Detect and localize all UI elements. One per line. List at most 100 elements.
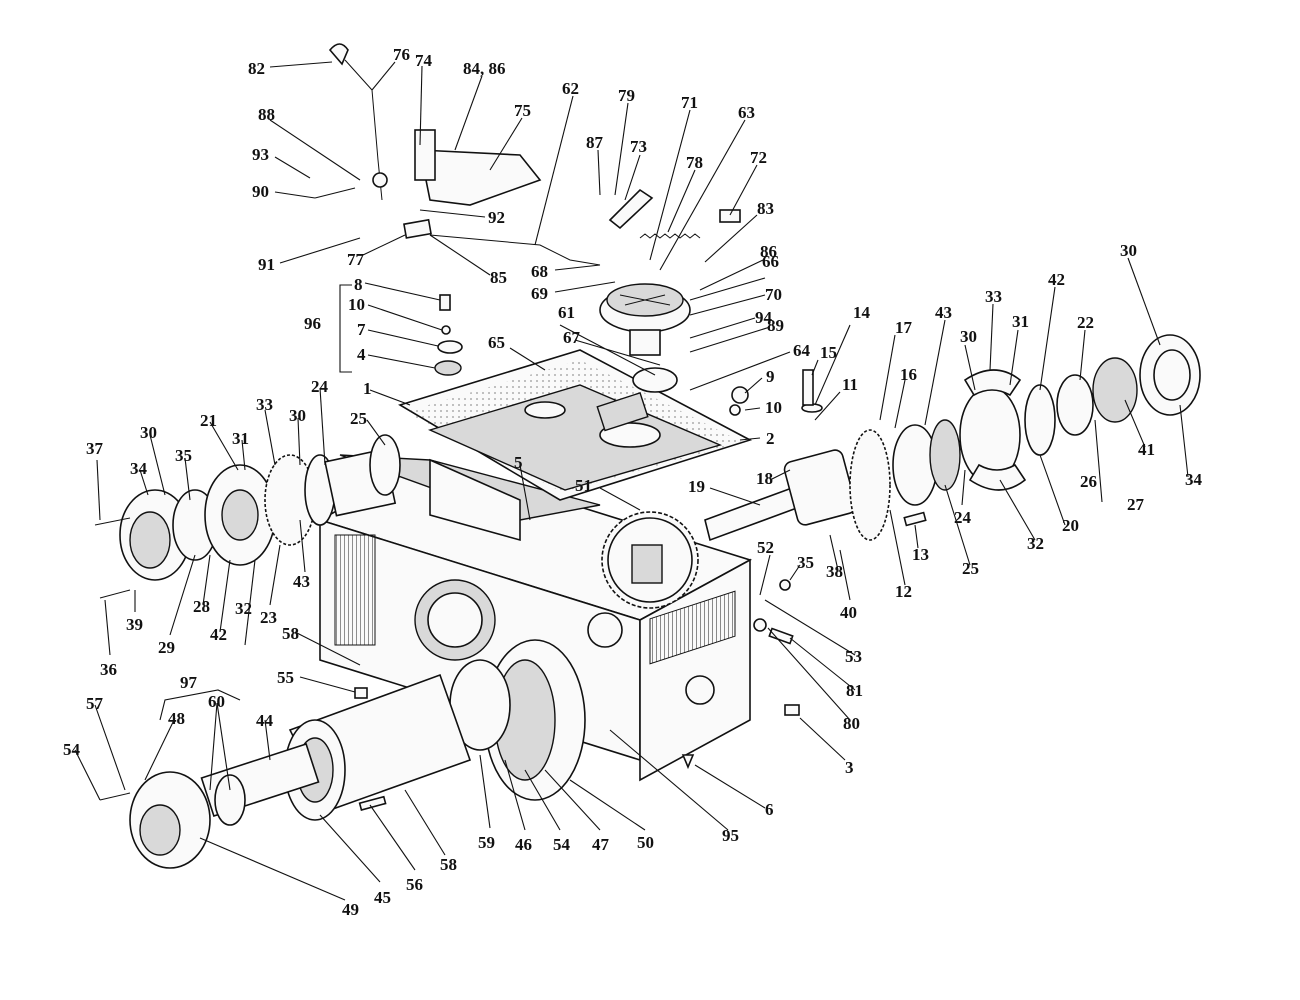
callout-12: 12 [895, 582, 912, 601]
callout-3: 3 [845, 758, 854, 777]
callout-42b: 42 [210, 625, 227, 644]
callout-72: 72 [750, 148, 767, 167]
callout-20: 20 [1062, 516, 1079, 535]
callout-43b: 43 [293, 572, 310, 591]
callout-92: 92 [488, 208, 505, 227]
callout-35a: 35 [175, 446, 192, 465]
callout-63: 63 [738, 103, 755, 122]
top-cover-plate [398, 349, 753, 501]
callout-35b: 35 [797, 553, 814, 572]
callout-30c: 30 [289, 406, 306, 425]
callout-33b: 33 [256, 395, 273, 414]
callout-44: 44 [256, 711, 274, 730]
callout-46: 46 [515, 835, 532, 854]
callout-97: 97 [180, 673, 198, 692]
callout-36: 36 [100, 660, 117, 679]
callout-48: 48 [168, 709, 185, 728]
callout-68: 68 [531, 262, 548, 281]
callout-4: 4 [357, 345, 366, 364]
callout-79: 79 [618, 86, 635, 105]
callout-83: 83 [757, 199, 774, 218]
callout-30a: 30 [960, 327, 977, 346]
callout-2: 2 [766, 429, 775, 448]
callout-30d: 30 [140, 423, 157, 442]
callout-24a: 24 [311, 377, 329, 396]
callout-41: 41 [1138, 440, 1155, 459]
final-drive-assembly [99, 639, 586, 869]
callout-25a: 25 [350, 409, 367, 428]
callout-61: 61 [558, 303, 575, 322]
callout-66: 66 [762, 252, 779, 271]
callout-39: 39 [126, 615, 143, 634]
callout-86: 86 [760, 242, 777, 261]
right-axle-assembly [704, 334, 1201, 542]
callout-82: 82 [248, 59, 265, 78]
callout-31b: 31 [232, 429, 249, 448]
callout-64: 64 [793, 341, 811, 360]
callout-43a: 43 [935, 303, 952, 322]
callout-59: 59 [478, 833, 495, 852]
shift-lever [314, 43, 542, 239]
callout-91: 91 [258, 255, 275, 274]
callout-24b: 24 [954, 508, 972, 527]
callout-87: 87 [586, 133, 604, 152]
callout-1: 1 [363, 379, 372, 398]
callout-77: 77 [347, 250, 365, 269]
callout-7: 7 [357, 320, 366, 339]
callout-9: 9 [766, 367, 775, 386]
callout-14: 14 [853, 303, 871, 322]
callout-5: 5 [514, 453, 523, 472]
callout-58b: 58 [440, 855, 457, 874]
callout-10b: 10 [765, 398, 782, 417]
callout-50: 50 [637, 833, 654, 852]
callout-47: 47 [592, 835, 610, 854]
callout-40: 40 [840, 603, 857, 622]
callout-6: 6 [765, 800, 774, 819]
callout-49: 49 [342, 900, 359, 919]
callout-56: 56 [406, 875, 423, 894]
callout-23: 23 [260, 608, 277, 627]
callout-71: 71 [681, 93, 698, 112]
callout-51: 51 [575, 476, 592, 495]
callout-29: 29 [158, 638, 175, 657]
callout-26: 26 [1080, 472, 1097, 491]
callout-8: 8 [354, 275, 363, 294]
callout-18: 18 [756, 469, 773, 488]
callout-89: 89 [767, 316, 784, 335]
callout-25b: 25 [962, 559, 979, 578]
callout-16: 16 [900, 365, 917, 384]
callout-42a: 42 [1048, 270, 1065, 289]
callout-31a: 31 [1012, 312, 1029, 331]
callout-53: 53 [845, 647, 862, 666]
callout-19: 19 [688, 477, 705, 496]
callout-58a: 58 [282, 624, 299, 643]
callout-33a: 33 [985, 287, 1002, 306]
callout-84-86: 84, 86 [463, 59, 506, 78]
callout-32a: 32 [1027, 534, 1044, 553]
callout-45: 45 [374, 888, 391, 907]
callout-55: 55 [277, 668, 294, 687]
gearbox-housing [317, 454, 753, 782]
left-axle-assembly [94, 434, 401, 599]
callout-93: 93 [252, 145, 269, 164]
callout-54a: 54 [63, 740, 81, 759]
callout-labels: 82 76 74 84, 86 62 79 71 63 75 88 93 90 … [63, 45, 1203, 919]
parts-drawing [94, 43, 1201, 869]
callout-28: 28 [193, 597, 210, 616]
callout-13: 13 [912, 545, 929, 564]
callout-38: 38 [826, 562, 843, 581]
callout-37: 37 [86, 439, 104, 458]
callout-62: 62 [562, 79, 579, 98]
callout-94: 94 [755, 308, 773, 327]
callout-32b: 32 [235, 599, 252, 618]
callout-17: 17 [895, 318, 913, 337]
fasteners [354, 294, 927, 811]
callout-88: 88 [258, 105, 275, 124]
callout-70: 70 [765, 285, 782, 304]
callout-22: 22 [1077, 313, 1094, 332]
callout-60: 60 [208, 692, 225, 711]
callout-52: 52 [757, 538, 774, 557]
callout-81: 81 [846, 681, 863, 700]
callout-90: 90 [252, 182, 269, 201]
callout-21: 21 [200, 411, 217, 430]
